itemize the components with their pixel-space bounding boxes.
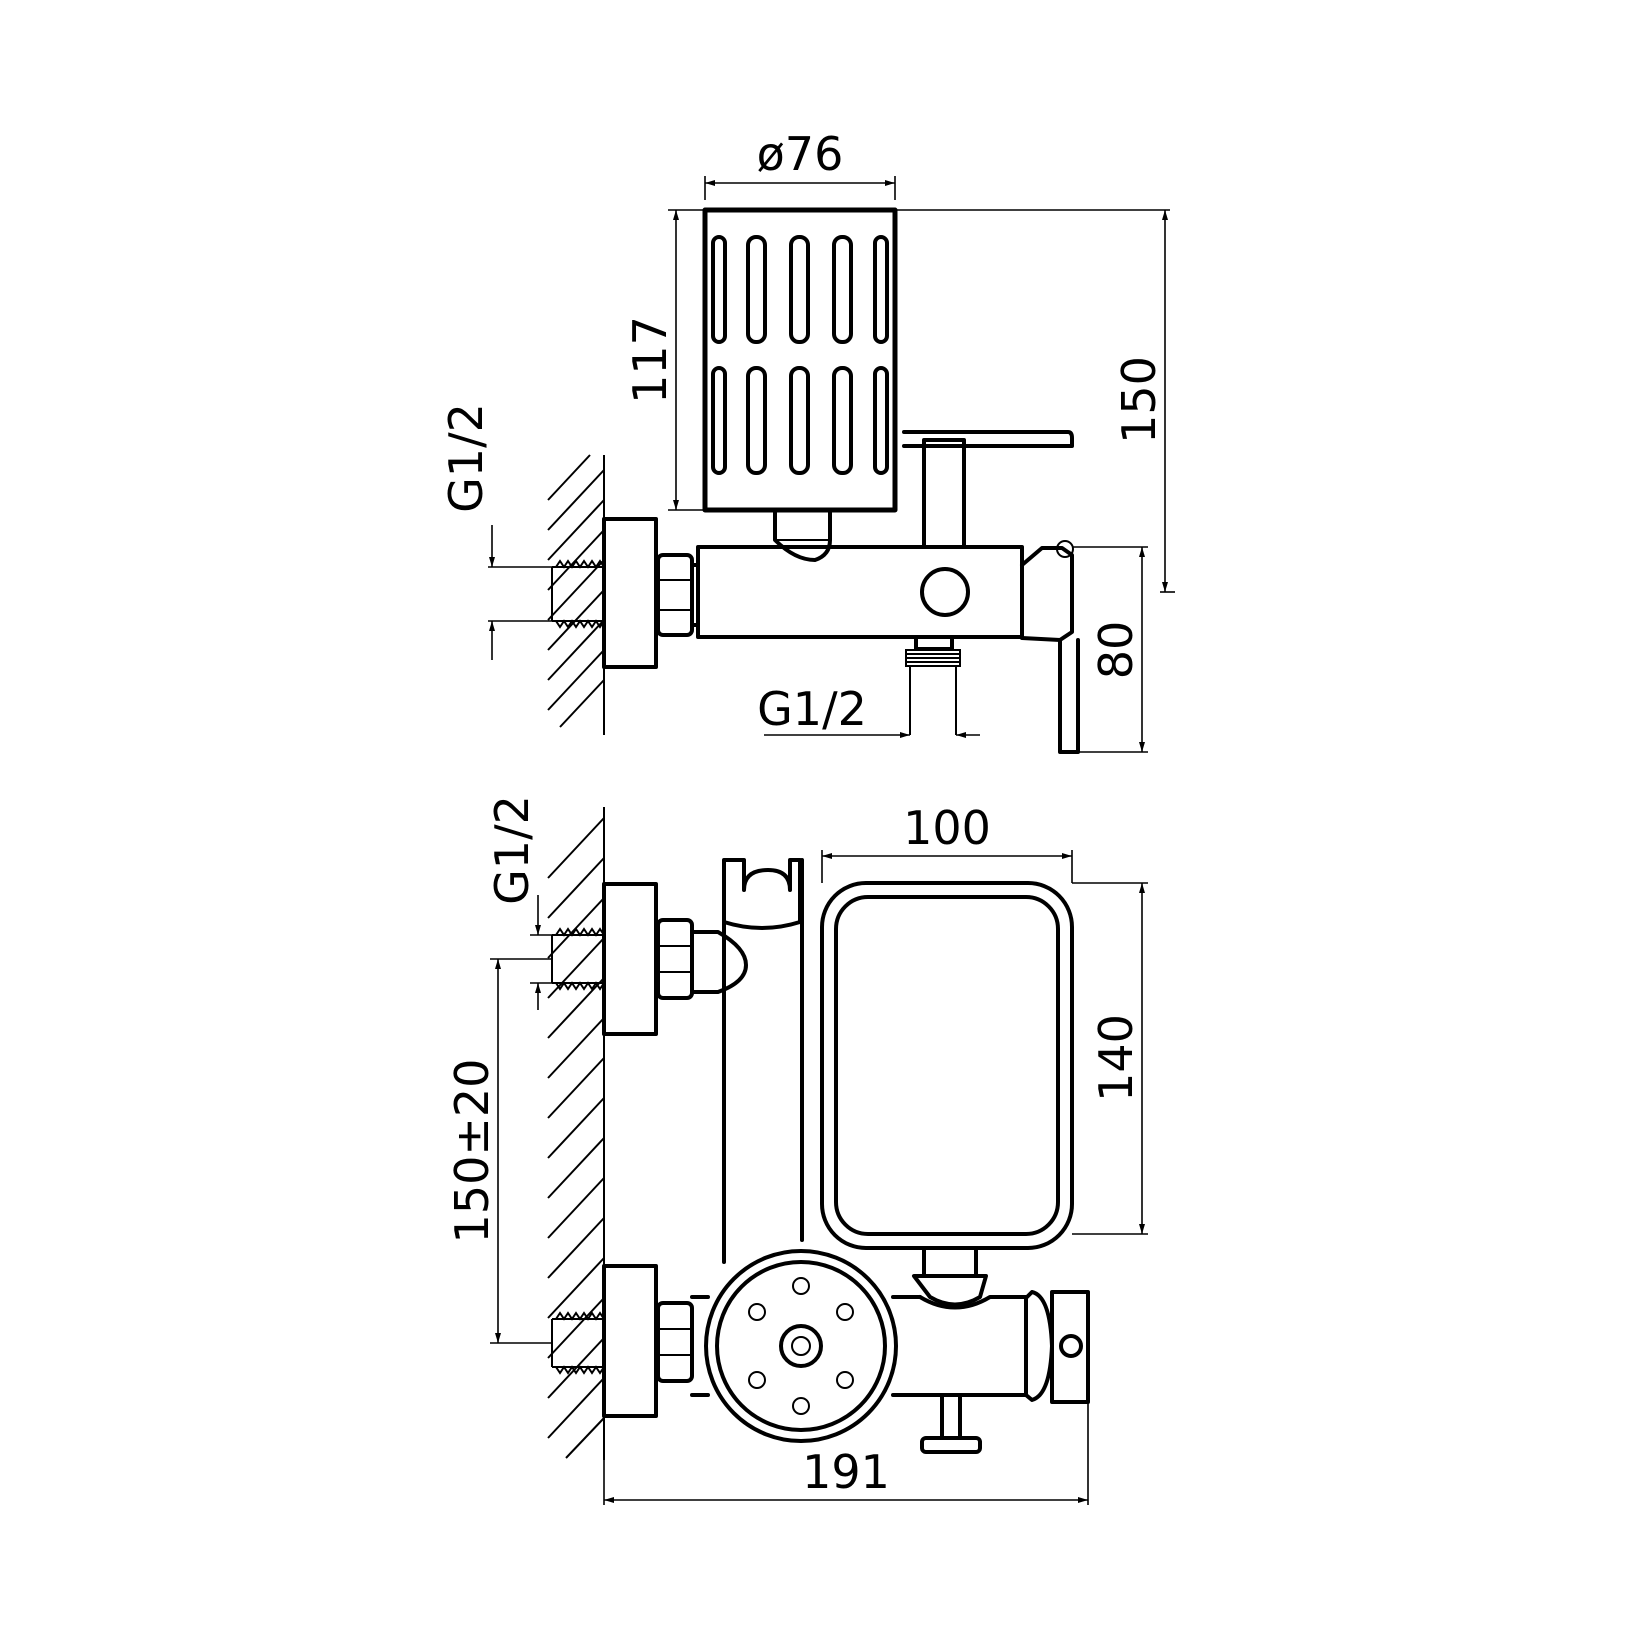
hex-nut-top [656, 553, 700, 637]
label-thread-front: G1/2 [485, 795, 539, 905]
label-191: 191 [802, 1445, 890, 1499]
cylinder-basket [702, 207, 898, 562]
dim-100: 100 [821, 801, 1073, 883]
wall-flange-top [602, 517, 658, 669]
label-150: 150 [1112, 356, 1166, 444]
threaded-pipe-front-upper [551, 927, 605, 991]
label-117: 117 [623, 316, 677, 404]
dim-diameter: ø76 [704, 127, 896, 200]
label-140: 140 [1089, 1014, 1143, 1102]
shower-holder-hook [722, 858, 802, 930]
wall-flange-lower [602, 1264, 658, 1418]
wall-hatch-top [547, 454, 605, 735]
label-thread-side: G1/2 [439, 403, 493, 513]
bottom-diverter-pin [920, 1393, 982, 1454]
side-view: ø76 117 150 80 G1/2 [439, 127, 1175, 754]
label-80: 80 [1089, 621, 1143, 680]
dim-80: 80 [1072, 546, 1148, 753]
label-diameter: ø76 [757, 127, 844, 181]
slide-rail [722, 858, 804, 1264]
hex-nut-lower [656, 1301, 694, 1383]
upper-outlet-elbow [690, 930, 748, 994]
wall-hatch-front [547, 807, 605, 1460]
threaded-pipe-top [551, 559, 605, 629]
shelf-top [902, 430, 1074, 549]
diverter-knob-top [920, 567, 970, 617]
dim-191: 191 [603, 1402, 1089, 1505]
mixer-body-top [696, 545, 1024, 639]
mixer-body-front [690, 1295, 1028, 1397]
dim-spacing: 150±20 [445, 958, 552, 1344]
label-100: 100 [903, 801, 991, 855]
soap-dish [820, 881, 1074, 1250]
dim-117: 117 [623, 209, 705, 511]
bottom-outlet-top [905, 635, 961, 735]
hex-nut-upper [656, 918, 694, 1000]
dim-150: 150 [895, 209, 1175, 593]
label-spacing: 150±20 [445, 1059, 499, 1244]
dim-thread-front: G1/2 [485, 795, 552, 1010]
front-view: 100 140 G1/2 150±20 1 [445, 795, 1148, 1505]
dim-140: 140 [1072, 882, 1148, 1235]
lever-handle-front [1024, 1290, 1090, 1404]
dim-thread-bottom: G1/2 [757, 682, 980, 738]
dish-arm-connector [912, 1246, 988, 1307]
label-thread-bottom: G1/2 [757, 682, 867, 736]
shower-head-disc [704, 1249, 898, 1443]
lever-handle-side [1020, 540, 1080, 754]
wall-flange-upper [602, 882, 658, 1036]
dim-thread-side: G1/2 [439, 403, 552, 660]
